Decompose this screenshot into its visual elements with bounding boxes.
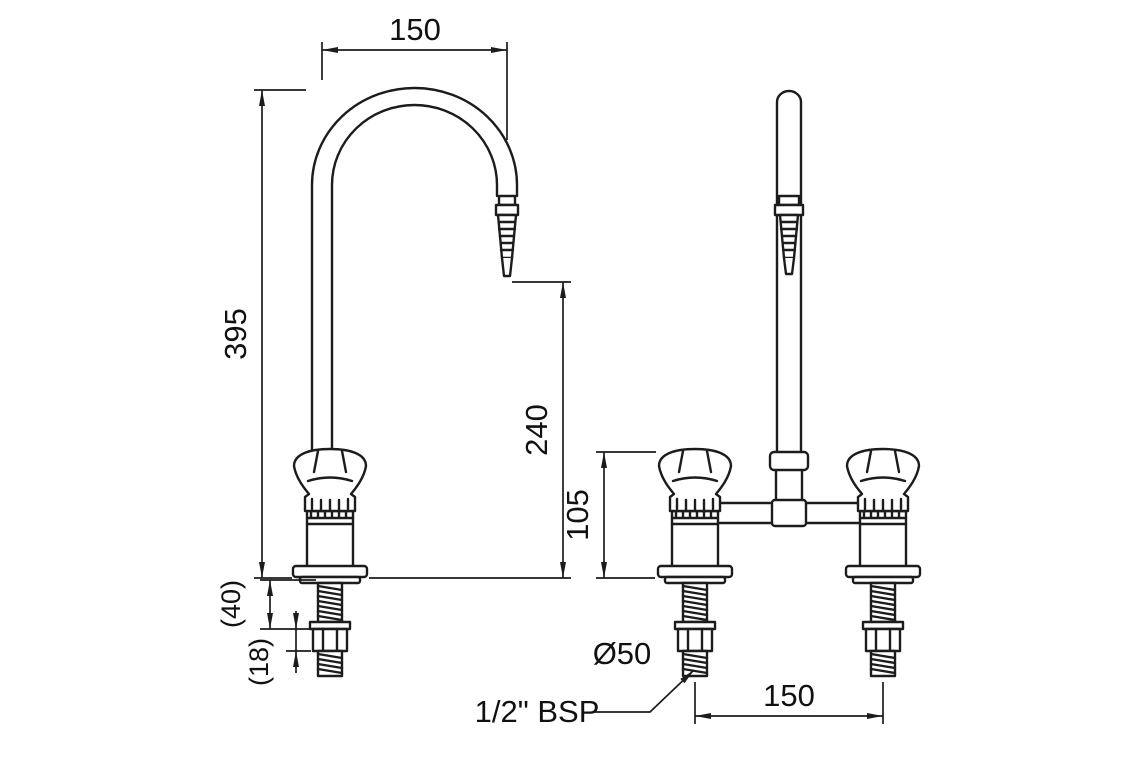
nozzle-ring-front — [777, 194, 801, 207]
dim-hole-centres-label: 150 — [763, 678, 815, 713]
dim-outlet-height-label: 240 — [519, 404, 554, 456]
riser-column — [768, 89, 810, 528]
riser-neck — [774, 466, 804, 506]
dim-outlet-height: 240 — [369, 281, 571, 579]
dim-spout-reach-label: 150 — [389, 12, 441, 47]
dim-spout-reach: 150 — [321, 12, 508, 140]
dim-thread-length: (18) — [244, 611, 311, 686]
nozzle-collar-front — [773, 203, 805, 217]
front-view — [656, 89, 922, 678]
cross-handle-side — [292, 447, 368, 513]
riser-collar — [768, 450, 810, 472]
dim-handle-height-label: 105 — [560, 489, 595, 541]
dim-handle-height: 105 — [560, 451, 656, 579]
cross-handle-left — [657, 447, 733, 513]
mounting-shank-side — [308, 581, 352, 678]
side-view — [291, 86, 520, 678]
hole-diameter-label: Ø50 — [593, 636, 652, 671]
nozzle-tip — [500, 256, 514, 278]
mounting-shank-right — [861, 581, 905, 678]
thread-size-label: 1/2" BSP — [475, 694, 600, 729]
valve-body-side — [291, 509, 369, 585]
dim-deck-thickness-label: (40) — [216, 580, 246, 628]
dim-thread-length-label: (18) — [244, 638, 274, 686]
nozzle-tip-front — [782, 256, 796, 276]
dim-hole-centres: 150 — [694, 678, 884, 724]
cross-handle-right — [845, 447, 921, 513]
riser-boss — [770, 498, 808, 528]
nozzle-collar — [494, 203, 520, 217]
gooseneck-spout — [310, 86, 520, 472]
mounting-shank-left — [673, 581, 717, 678]
dim-overall-height-label: 395 — [218, 308, 253, 360]
callout-hole-diameter: Ø50 — [593, 636, 652, 671]
dim-overall-height: 395 — [218, 89, 306, 579]
dimensions: 150 395 240 (40) (18) — [216, 12, 884, 729]
nozzle-ring — [497, 194, 517, 207]
callout-thread-size: 1/2" BSP — [475, 669, 695, 729]
dim-deck-thickness: (40) — [216, 579, 316, 630]
